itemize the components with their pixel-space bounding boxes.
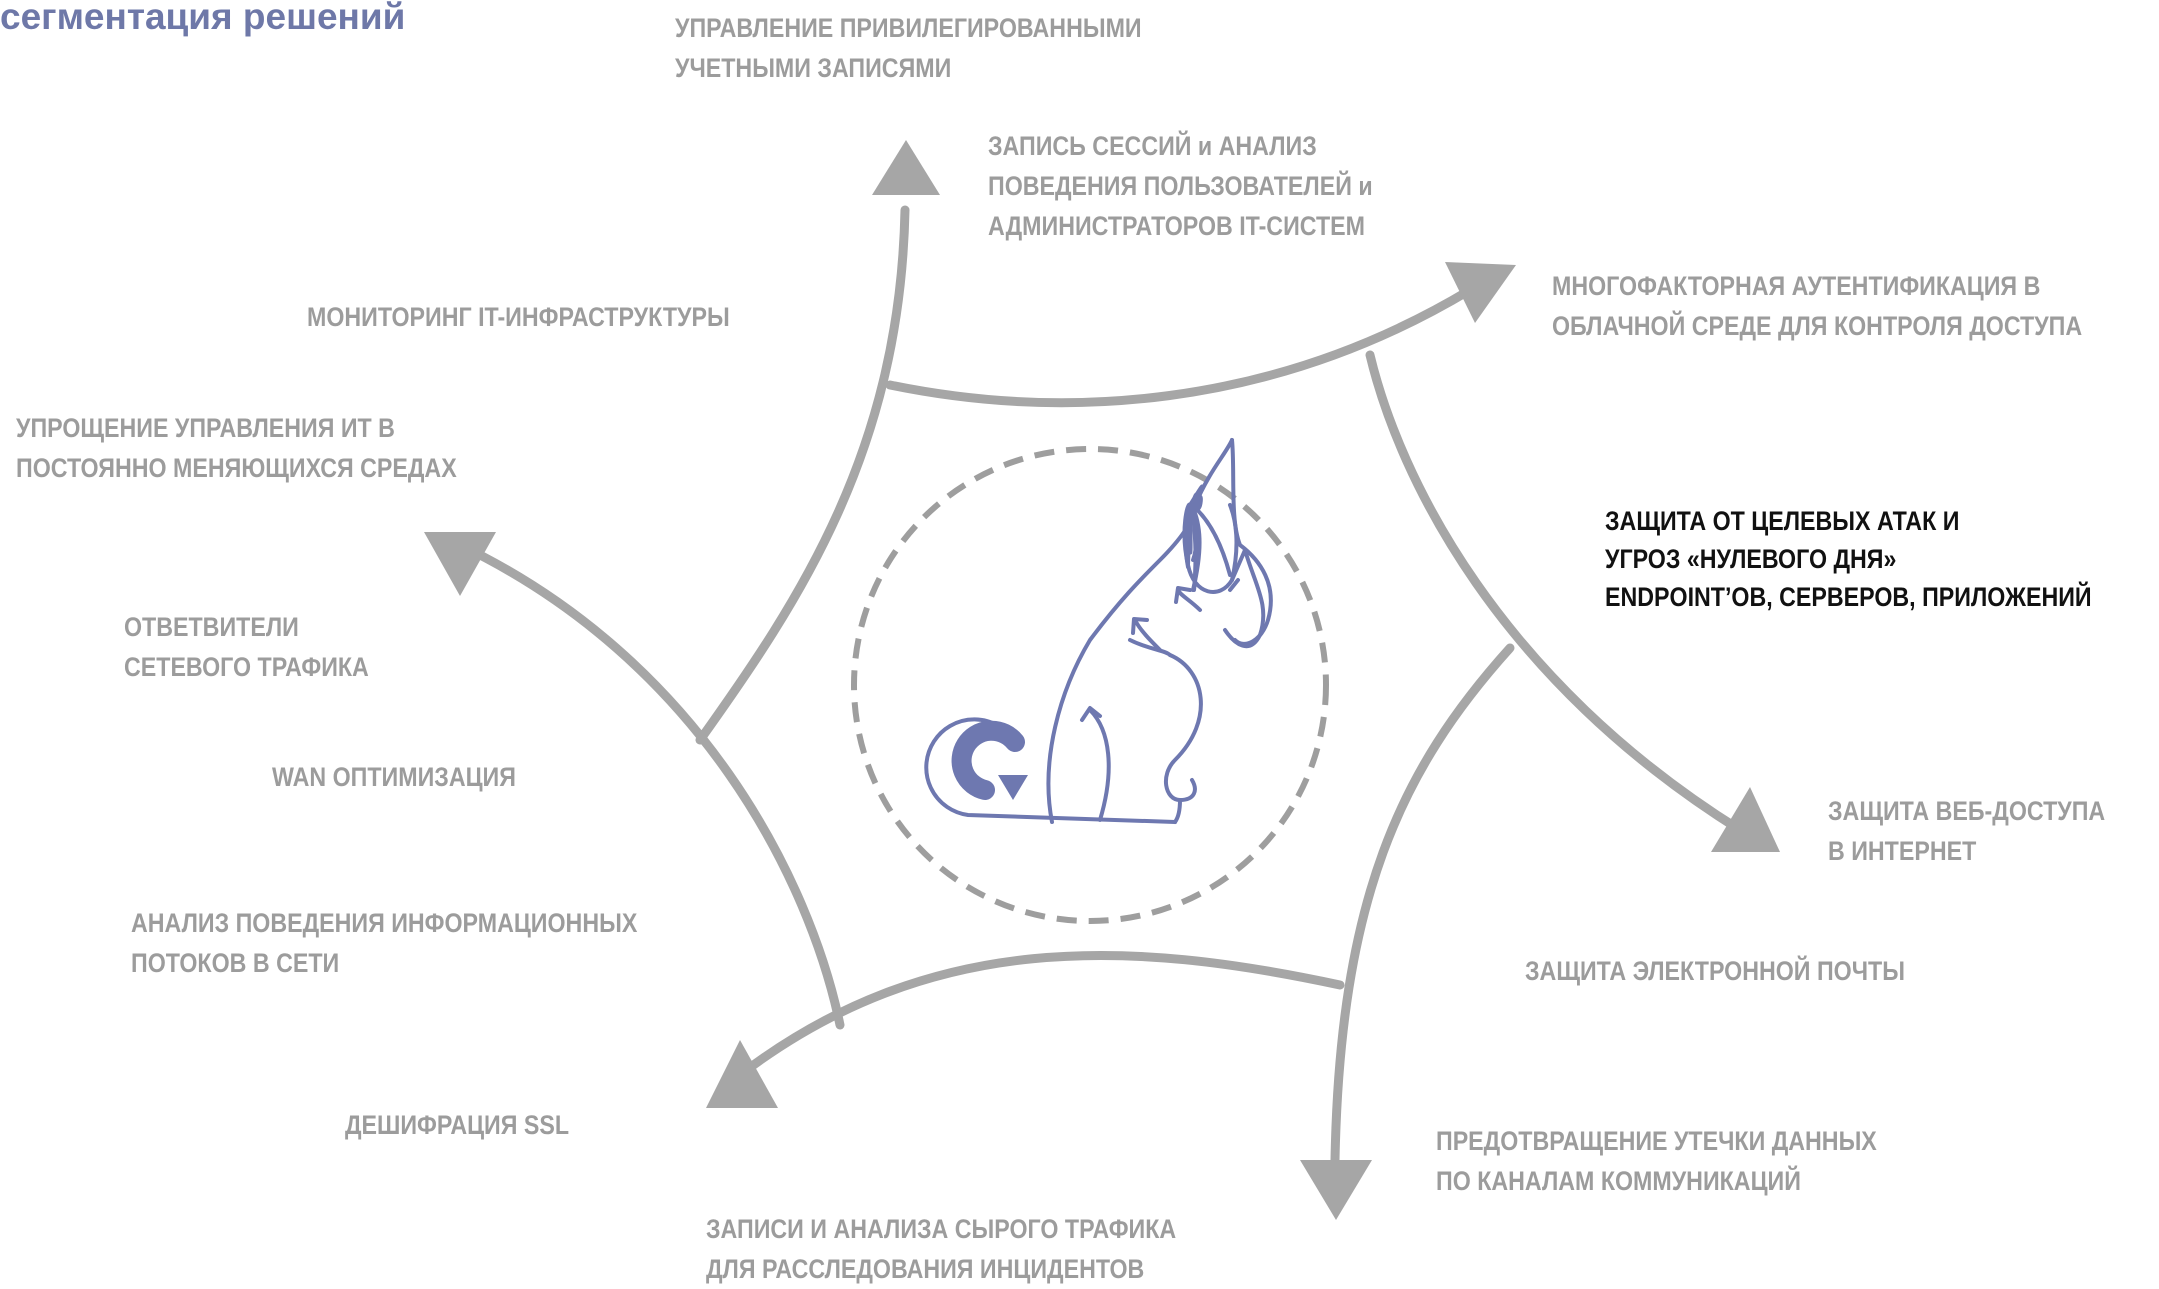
label-dlp: ПРЕДОТВРАЩЕНИЕ УТЕЧКИ ДАННЫХ ПО КАНАЛАМ … — [1436, 1126, 1877, 1196]
page-title: сегментация решений — [0, 0, 406, 37]
arrow-top-right — [885, 285, 1475, 408]
label-web-access: ЗАЩИТА ВЕБ-ДОСТУПА В ИНТЕРНЕТ — [1828, 796, 2106, 866]
label-session-recording: ЗАПИСЬ СЕССИЙ и АНАЛИЗ ПОВЕДЕНИЯ ПОЛЬЗОВ… — [988, 131, 1373, 241]
label-network-taps: ОТВЕТВИТЕЛИ СЕТЕВОГО ТРАФИКА — [124, 612, 369, 682]
arrow-left — [455, 540, 845, 1030]
label-flow-analysis: АНАЛИЗ ПОВЕДЕНИЯ ИНФОРМАЦИОННЫХ ПОТОКОВ … — [131, 908, 638, 978]
label-raw-traffic: ЗАПИСИ И АНАЛИЗА СЫРОГО ТРАФИКА ДЛЯ РАСС… — [706, 1214, 1177, 1284]
arrowhead-bottom-left — [706, 1040, 778, 1108]
label-privileged-accounts: УПРАВЛЕНИЕ ПРИВИЛЕГИРОВАННЫМИ УЧЕТНЫМИ З… — [675, 13, 1142, 83]
label-wan-optimization: WAN ОПТИМИЗАЦИЯ — [272, 762, 516, 792]
arrowhead-bottom-right — [1300, 1160, 1372, 1220]
arrow-top — [695, 205, 910, 745]
arrow-bottom-right — [1330, 643, 1515, 1165]
label-email-protection: ЗАЩИТА ЭЛЕКТРОННОЙ ПОЧТЫ — [1525, 956, 1905, 986]
arrowhead-right — [1711, 787, 1780, 852]
label-cloud-mfa: МНОГОФАКТОРНАЯ АУТЕНТИФИКАЦИЯ В ОБЛАЧНОЙ… — [1552, 271, 2083, 341]
arrowhead-top — [872, 140, 940, 195]
arrowhead-top-right — [1445, 262, 1516, 323]
arrow-bottom-left — [735, 950, 1345, 1080]
label-targeted-attacks: ЗАЩИТА ОТ ЦЕЛЕВЫХ АТАК И УГРОЗ «НУЛЕВОГО… — [1605, 506, 2092, 612]
dashed-circle — [851, 446, 1329, 924]
label-it-simplification: УПРОЩЕНИЕ УПРАВЛЕНИЯ ИТ В ПОСТОЯННО МЕНЯ… — [16, 413, 457, 483]
cat-logo-icon — [924, 438, 1273, 824]
label-it-monitoring: МОНИТОРИНГ IT-ИНФРАСТРУКТУРЫ — [307, 302, 730, 332]
arrowhead-left — [424, 532, 496, 596]
arrow-right — [1365, 350, 1745, 835]
label-ssl-decryption: ДЕШИФРАЦИЯ SSL — [345, 1110, 570, 1140]
